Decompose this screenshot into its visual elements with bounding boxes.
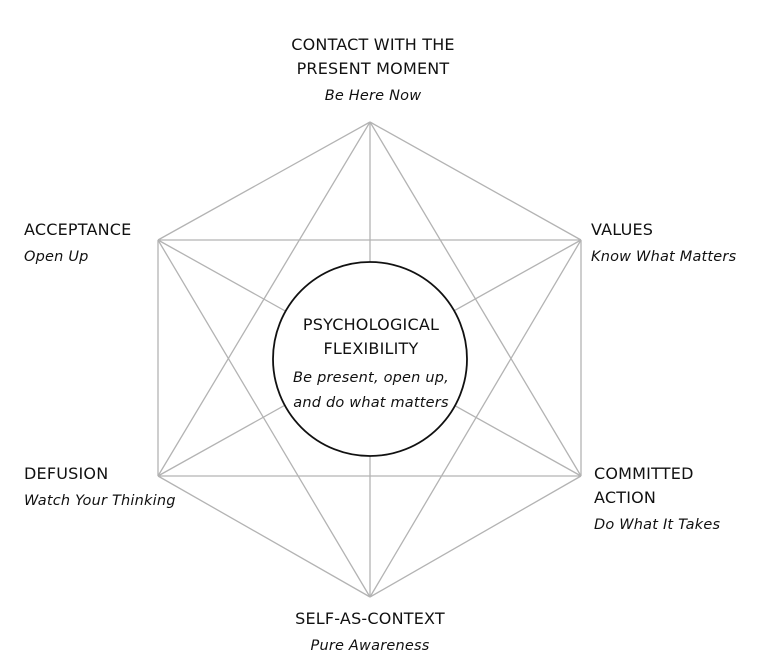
node-values-title: VALUES [591,220,654,239]
node-contact-with-present-moment: CONTACT WITH THE PRESENT MOMENT Be Here … [258,33,488,111]
node-acceptance-title: ACCEPTANCE [24,220,132,239]
edge-upper-right-to-bottom [369,239,582,598]
edge-lower-right-to-bottom [369,475,582,598]
node-acceptance-subtitle: Open Up [24,249,89,265]
node-values-subtitle: Know What Matters [591,249,737,265]
node-self-as-context-subtitle: Pure Awareness [310,638,430,654]
edge-top-to-upper-right [369,121,582,241]
node-committed-action: COMMITTED ACTION Do What It Takes [594,462,720,540]
center-title-line2: FLEXIBILITY [323,339,419,358]
edge-bottom-to-lower-left [157,475,371,598]
node-defusion-title: DEFUSION [24,464,109,483]
node-committed-action-subtitle: Do What It Takes [594,517,721,533]
node-values: VALUES Know What Matters [591,218,736,272]
center-psychological-flexibility: PSYCHOLOGICAL FLEXIBILITY Be present, op… [276,313,466,416]
center-circle [272,261,468,457]
node-defusion: DEFUSION Watch Your Thinking [24,462,176,516]
edge-bottom-to-upper-left [157,239,371,598]
node-contact-title-line1: CONTACT WITH THE [291,35,455,54]
edge-top-to-upper-left [157,121,371,241]
node-committed-action-title-line2: ACTION [594,488,657,507]
node-defusion-subtitle: Watch Your Thinking [24,493,176,509]
node-self-as-context-title: SELF-AS-CONTEXT [295,609,445,628]
center-tagline-line2: and do what matters [293,395,449,411]
node-contact-subtitle: Be Here Now [324,88,422,104]
node-contact-title-line2: PRESENT MOMENT [296,59,450,78]
node-self-as-context: SELF-AS-CONTEXT Pure Awareness [268,607,472,661]
center-tagline-line1: Be present, open up, [293,370,449,386]
node-committed-action-title-line1: COMMITTED [594,464,694,483]
node-acceptance: ACCEPTANCE Open Up [24,218,132,272]
center-title-line1: PSYCHOLOGICAL [302,315,440,334]
